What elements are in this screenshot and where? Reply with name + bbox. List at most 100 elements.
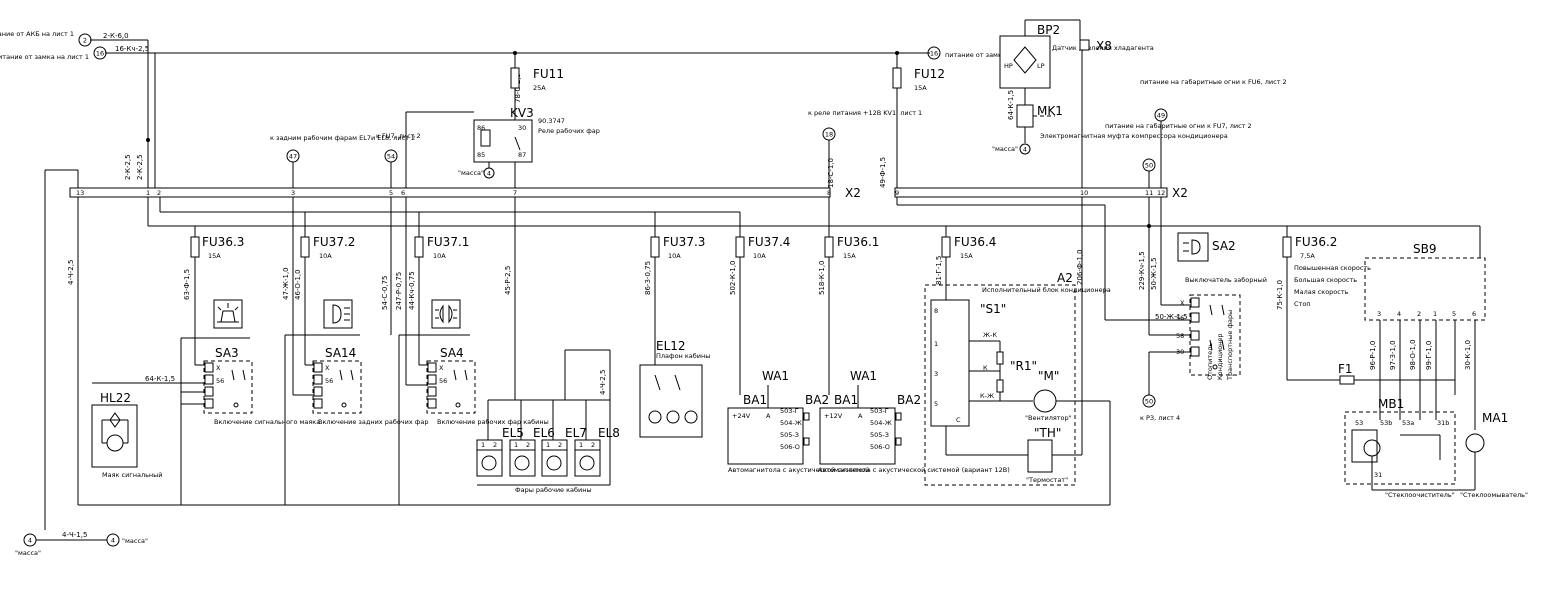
svg-text:3: 3: [291, 189, 295, 197]
svg-text:питание от замка на лист 1: питание от замка на лист 1: [0, 53, 89, 61]
radio-12v: BA1 WA1 BA2 +12V А 503-Г 504-Ж 505-З 506…: [818, 369, 1010, 474]
svg-text:Реле рабочих фар: Реле рабочих фар: [538, 127, 600, 135]
wire-label: 229-Кч-1,5: [1138, 251, 1146, 290]
svg-text:Отопитель: Отопитель: [1206, 343, 1214, 380]
ref-marker: 54 к FU7, лист 2: [376, 132, 421, 163]
ground-ref: 4 "масса" 4 "масса": [15, 533, 148, 557]
svg-text:50: 50: [1145, 162, 1153, 170]
fuse-f1-label: F1: [1338, 362, 1353, 376]
work-lamps: 4-Ч-2,5 1 2 EL5 1 2 EL6 1 2 EL7 1 2 EL8 …: [476, 349, 620, 494]
radio-24v: BA1 WA1 BA2 +24V А 503-Г 504-Ж 505-З 506…: [727, 369, 870, 474]
svg-text:50: 50: [1145, 398, 1153, 406]
svg-text:FU37.1: FU37.1: [427, 235, 469, 249]
svg-text:+24V: +24V: [732, 412, 751, 420]
svg-text:Маяк сигнальный: Маяк сигнальный: [102, 471, 163, 479]
svg-text:505-З: 505-З: [870, 431, 889, 439]
fuse-fu36-4: FU36.4 15A: [941, 226, 996, 260]
wiper-switch-sb9: SB9 Повышенная скорость Большая скорость…: [1294, 226, 1486, 430]
svg-text:SA3: SA3: [215, 346, 239, 360]
svg-text:к задним рабочим фарам EL7и EL: к задним рабочим фарам EL7и EL8, лист 2: [270, 134, 415, 142]
wire-label: 2-К-6,0: [103, 32, 129, 40]
svg-text:504-Ж: 504-Ж: [780, 419, 802, 427]
svg-text:1: 1: [481, 441, 485, 449]
svg-text:X8: X8: [1096, 39, 1112, 53]
svg-text:8: 8: [934, 307, 938, 315]
svg-text:"Термостат": "Термостат": [1026, 476, 1068, 484]
svg-text:к реле питания +12В KV1, лист: к реле питания +12В KV1, лист 1: [808, 109, 922, 117]
svg-text:56: 56: [216, 377, 224, 385]
svg-text:8: 8: [827, 189, 831, 197]
svg-text:58: 58: [1176, 332, 1184, 340]
svg-text:Автомагнитола с акустической с: Автомагнитола с акустической системой: [728, 466, 870, 474]
switch-sa3: SA3 X 56 Включение сигнального маяка: [180, 335, 320, 505]
svg-text:15A: 15A: [960, 252, 973, 260]
svg-text:6: 6: [1472, 310, 1476, 318]
svg-text:5: 5: [934, 400, 938, 408]
svg-text:к РЗ, лист 4: к РЗ, лист 4: [1140, 414, 1180, 422]
connector-x8: X8: [1079, 39, 1112, 53]
wire-label: 502-К-1,0: [729, 260, 737, 295]
svg-text:А: А: [766, 412, 771, 420]
svg-text:4: 4: [1023, 146, 1027, 154]
fuse-fu12: FU12 15A: [892, 67, 945, 92]
wire-label: 206-Ф-1,0: [1076, 249, 1084, 285]
svg-text:Кондиционер: Кондиционер: [1216, 333, 1224, 380]
svg-text:12: 12: [1157, 189, 1165, 197]
wire-label: 247-Р-0,75: [395, 272, 403, 310]
switch-sa4: SA4 X 56 Включение рабочих фар кабины: [406, 346, 549, 426]
svg-text:2: 2: [157, 189, 161, 197]
svg-text:К-Ж: К-Ж: [980, 392, 994, 400]
svg-text:53b: 53b: [1380, 419, 1392, 427]
fuse-fu37-3: FU37.3 10A: [650, 235, 705, 260]
hvac-unit-a2: A2 Исполнительный блок кондиционера 8 1 …: [924, 270, 1111, 505]
svg-text:1: 1: [934, 340, 938, 348]
svg-text:4: 4: [28, 537, 32, 545]
svg-text:X: X: [439, 364, 444, 372]
svg-text:питание от замка на лист 4: питание от замка на лист 4: [945, 51, 1040, 59]
fuse-fu36-2: FU36.2 7,5A: [1282, 226, 1337, 260]
svg-text:4: 4: [111, 537, 115, 545]
svg-text:15A: 15A: [914, 84, 927, 92]
svg-text:6: 6: [401, 189, 405, 197]
svg-text:Датчик давления хладагента: Датчик давления хладагента: [1052, 44, 1154, 52]
svg-text:31: 31: [1374, 471, 1382, 479]
svg-text:FU37.3: FU37.3: [663, 235, 705, 249]
washer-motor-ma1: MA1 "Стеклоомыватель": [1460, 411, 1528, 499]
svg-text:"масса": "масса": [458, 169, 484, 177]
rear-work-light-icon: [323, 299, 353, 329]
svg-text:EL6: EL6: [533, 426, 555, 440]
svg-text:Стоп: Стоп: [1294, 300, 1311, 308]
svg-text:BA2: BA2: [805, 393, 829, 407]
svg-text:5: 5: [389, 189, 393, 197]
fuse-fu11: FU11 25A: [510, 67, 564, 92]
svg-text:С: С: [956, 416, 961, 424]
svg-text:Выключатель заборный: Выключатель заборный: [1185, 276, 1267, 284]
svg-text:49: 49: [1157, 112, 1165, 120]
wire-label: 16-Кч-2,5: [115, 45, 149, 53]
svg-text:BA1: BA1: [743, 393, 767, 407]
svg-text:Электромагнитная муфта компрес: Электромагнитная муфта компрессора конди…: [1040, 132, 1228, 140]
wire-label: 47-Ж-1,0: [282, 267, 290, 300]
sensor-bp2: НР LP BP2 Датчик давления хладагента: [999, 19, 1154, 89]
fuse-fu36-3: FU36.3 15A: [190, 226, 244, 260]
svg-text:к FU7, лист 2: к FU7, лист 2: [376, 132, 421, 140]
svg-text:Включение сигнального маяка: Включение сигнального маяка: [214, 418, 320, 426]
wire-label: 2-К-2,5: [124, 154, 132, 180]
svg-text:Большая скорость: Большая скорость: [1294, 276, 1357, 284]
svg-text:X2: X2: [845, 186, 861, 200]
ref-marker: 16 питание от замка на лист 4: [927, 46, 1040, 60]
svg-text:7,5A: 7,5A: [1300, 252, 1315, 260]
svg-text:Включение рабочих фар кабины: Включение рабочих фар кабины: [437, 418, 549, 426]
svg-text:7: 7: [513, 189, 517, 197]
svg-text:"масса": "масса": [15, 549, 41, 557]
svg-text:53: 53: [1355, 419, 1363, 427]
svg-text:FU37.4: FU37.4: [748, 235, 790, 249]
svg-text:5: 5: [1452, 310, 1456, 318]
svg-text:86: 86: [477, 124, 485, 132]
svg-text:503-Г: 503-Г: [870, 407, 889, 415]
ref-marker: 4 "масса": [458, 167, 495, 179]
svg-text:31b: 31b: [1437, 419, 1449, 427]
svg-text:MA1: MA1: [1482, 411, 1508, 425]
wire-label: 4-Ч-2,5: [67, 260, 75, 285]
svg-text:506-О: 506-О: [780, 443, 800, 451]
